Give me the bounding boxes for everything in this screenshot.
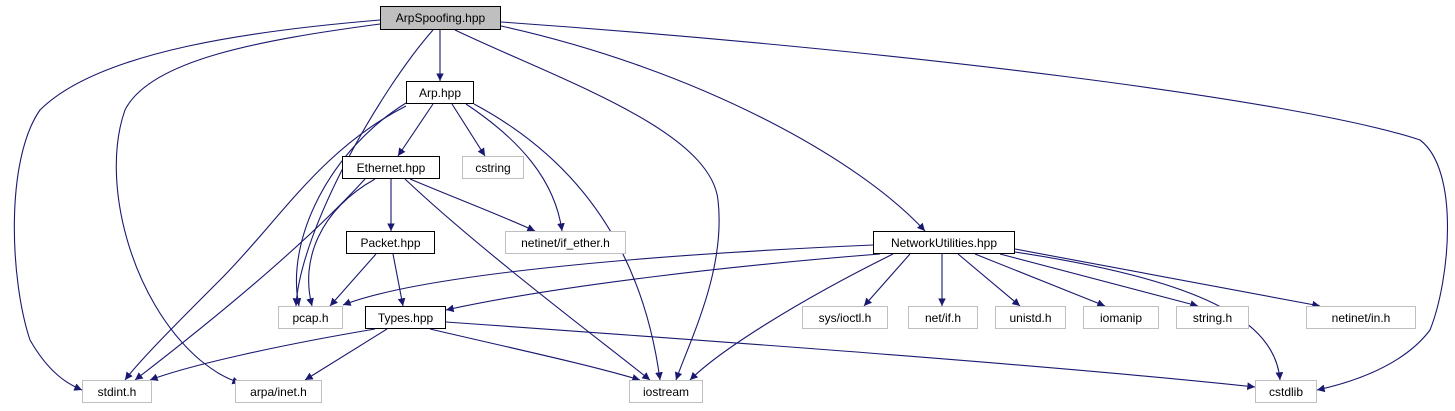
edge-arpspoofing-to-cstdlib — [500, 21, 1448, 393]
node-string-h: string.h — [1176, 306, 1249, 329]
edge-arp-to-ethernet — [397, 103, 434, 157]
node-if-ether: netinet/if_ether.h — [505, 231, 626, 254]
edge-arpspoofing-to-networkutilities — [500, 25, 926, 232]
edge-arp-to-pcap — [293, 102, 407, 307]
node-ethernet[interactable]: Ethernet.hpp — [342, 156, 440, 179]
edge-arpspoofing-to-arpa_inet — [115, 23, 381, 385]
edge-packet-to-types — [392, 253, 406, 307]
node-iomanip: iomanip — [1083, 306, 1159, 329]
node-arpspoofing: ArpSpoofing.hpp — [380, 6, 501, 30]
node-netinet-in: netinet/in.h — [1306, 306, 1416, 329]
edge-networkutilities-to-types — [445, 253, 881, 313]
node-networkutilities[interactable]: NetworkUtilities.hpp — [873, 231, 1015, 254]
edge-networkutilities-to-iomanip — [974, 253, 1106, 307]
edge-ethernet-to-pcap — [306, 178, 376, 307]
edge-ethernet-to-stdint — [134, 178, 366, 381]
edge-arp-to-if_ether — [465, 103, 565, 232]
node-iostream: iostream — [629, 380, 703, 403]
edge-ethernet-to-if_ether — [409, 178, 536, 232]
edge-arp-to-iostream — [473, 103, 663, 381]
node-arpa-inet: arpa/inet.h — [235, 380, 322, 403]
edge-networkutilities-to-string_h — [999, 253, 1199, 308]
node-cstdlib: cstdlib — [1255, 380, 1317, 403]
node-cstring: cstring — [462, 156, 524, 179]
node-net-if: net/if.h — [908, 306, 978, 329]
node-sys-ioctl: sys/ioctl.h — [802, 306, 888, 329]
edge-networkutilities-to-netinet_in — [1014, 248, 1321, 309]
node-unistd: unistd.h — [995, 306, 1066, 329]
node-stdint: stdint.h — [82, 380, 152, 403]
edge-packet-to-pcap — [329, 253, 377, 307]
node-packet[interactable]: Packet.hpp — [346, 231, 435, 254]
edge-networkutilities-to-pcap — [342, 244, 874, 306]
edge-networkutilities-to-unistd — [957, 253, 1021, 307]
edge-arp-to-stdint — [124, 105, 407, 381]
node-pcap: pcap.h — [278, 306, 343, 329]
edge-networkutilities-to-iostream — [689, 253, 894, 381]
edge-networkutilities-to-sys_ioctl — [863, 253, 911, 307]
edge-types-to-cstdlib — [445, 321, 1256, 391]
node-types[interactable]: Types.hpp — [365, 306, 446, 329]
edge-arpspoofing-to-stdint — [13, 19, 381, 391]
edge-arpspoofing-to-iostream — [454, 29, 720, 381]
node-arp[interactable]: Arp.hpp — [406, 81, 474, 104]
edge-types-to-iostream — [429, 328, 641, 382]
edge-types-to-arpa_inet — [304, 328, 388, 381]
edge-networkutilities-to-cstdlib — [1014, 251, 1284, 381]
edge-arp-to-cstring — [451, 103, 486, 157]
edge-ethernet-to-iostream — [404, 178, 651, 381]
edge-types-to-stdint — [149, 328, 376, 381]
